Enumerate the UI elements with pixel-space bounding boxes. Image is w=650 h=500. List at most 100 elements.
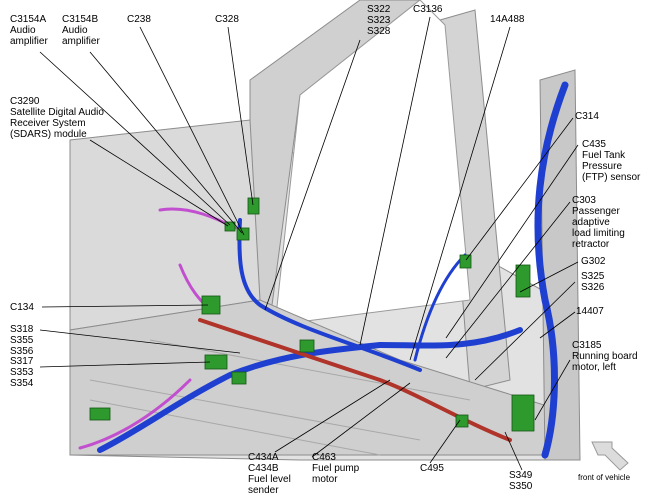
- connector-c3185: [511, 394, 535, 432]
- callout-line: Receiver System: [10, 118, 86, 129]
- callout-line: S323: [367, 15, 391, 26]
- floor-rib: [89, 399, 381, 456]
- leader-s349: [504, 431, 523, 471]
- callout-line: C238: [127, 14, 151, 25]
- callout-line: (SDARS) module: [10, 129, 87, 140]
- leader-c3290: [89, 139, 229, 227]
- connector-rear-left: [89, 407, 111, 421]
- callout-line: C328: [215, 14, 239, 25]
- harness-blue-side: [534, 81, 569, 459]
- leader-14a488: [409, 26, 511, 361]
- callout-c495: C495: [420, 463, 444, 474]
- callout-line: S325: [581, 271, 605, 282]
- callout-line: S353: [10, 367, 34, 378]
- leader-c463: [311, 382, 411, 458]
- callout-line: S317: [10, 356, 34, 367]
- callout-line: motor: [312, 474, 338, 485]
- callout-line: 14A488: [490, 14, 525, 25]
- callout-c238: C238: [127, 14, 151, 25]
- callout-line: C3136: [413, 4, 443, 15]
- callout-line: C434B: [248, 463, 279, 474]
- leader-c495: [429, 419, 461, 464]
- callout-line: C3154B: [62, 14, 99, 25]
- front-of-vehicle-label: front of vehicle: [578, 473, 631, 482]
- callout-c314: C314: [575, 111, 599, 122]
- harness-blue-vertical: [237, 218, 422, 372]
- connector-c495: [455, 414, 469, 428]
- leader-c3185: [534, 359, 571, 421]
- callout-line: load limiting: [572, 228, 625, 239]
- callout-line: S354: [10, 378, 34, 389]
- leader-14407: [539, 311, 576, 339]
- window-opening: [274, 0, 471, 326]
- callout-line: S318: [10, 324, 34, 335]
- callout-line: S349: [509, 470, 533, 481]
- leader-s325: [474, 281, 576, 381]
- callout-line: amplifier: [10, 36, 48, 47]
- leader-c328: [227, 26, 254, 206]
- connector-s317: [231, 371, 247, 385]
- callout-c328: C328: [215, 14, 239, 25]
- leader-c303: [445, 201, 571, 359]
- callout-line: S356: [10, 346, 34, 357]
- callout-line: C3185: [572, 340, 602, 351]
- callout-line: C3154A: [10, 14, 47, 25]
- floor-rib: [89, 379, 421, 441]
- leader-c3136: [359, 16, 431, 346]
- callout-line: C434A: [248, 452, 279, 463]
- callout-line: C463: [312, 452, 336, 463]
- callout-c3136: C3136: [413, 4, 442, 15]
- callout-line: G302: [581, 256, 606, 267]
- leader-s322: [264, 39, 361, 311]
- callout-line: motor, left: [572, 362, 616, 373]
- leader-lines: [39, 16, 579, 471]
- leader-g302: [519, 261, 579, 293]
- leader-s317: [39, 361, 211, 368]
- connector-c303: [515, 264, 531, 298]
- leader-c314: [465, 117, 574, 261]
- callout-line: adaptive: [572, 217, 610, 228]
- leader-c434a: [274, 379, 391, 453]
- callout-line: C435: [582, 139, 606, 150]
- leader-c3154a: [39, 51, 231, 226]
- callout-line: amplifier: [62, 36, 100, 47]
- callout-line: Fuel pump: [312, 463, 360, 474]
- leader-c435: [445, 144, 579, 339]
- callout-line: S322: [367, 4, 391, 15]
- connector-c314: [459, 254, 472, 269]
- callout-line: C495: [420, 463, 444, 474]
- connector-c328: [247, 197, 260, 215]
- connector-s322: [299, 339, 315, 353]
- callout-line: C314: [575, 111, 599, 122]
- floor-rib: [149, 339, 471, 401]
- leader-c134: [41, 304, 209, 308]
- callout-line: C303: [572, 195, 596, 206]
- callout-line: sender: [248, 485, 279, 496]
- callout-line: S326: [581, 282, 605, 293]
- callout-14a488: 14A488: [490, 14, 524, 25]
- callout-line: retractor: [572, 239, 610, 250]
- callout-line: 14407: [576, 306, 604, 317]
- callout-line: Satellite Digital Audio: [10, 107, 104, 118]
- callout-line: Fuel level: [248, 474, 291, 485]
- callout-14407: 14407: [576, 306, 604, 317]
- front-arrow-icon: [591, 441, 629, 471]
- callout-line: C134: [10, 302, 34, 313]
- leader-c3154b: [89, 51, 243, 234]
- callout-line: C3290: [10, 96, 40, 107]
- callout-line: Audio: [10, 25, 36, 36]
- vehicle-body: [69, 0, 581, 461]
